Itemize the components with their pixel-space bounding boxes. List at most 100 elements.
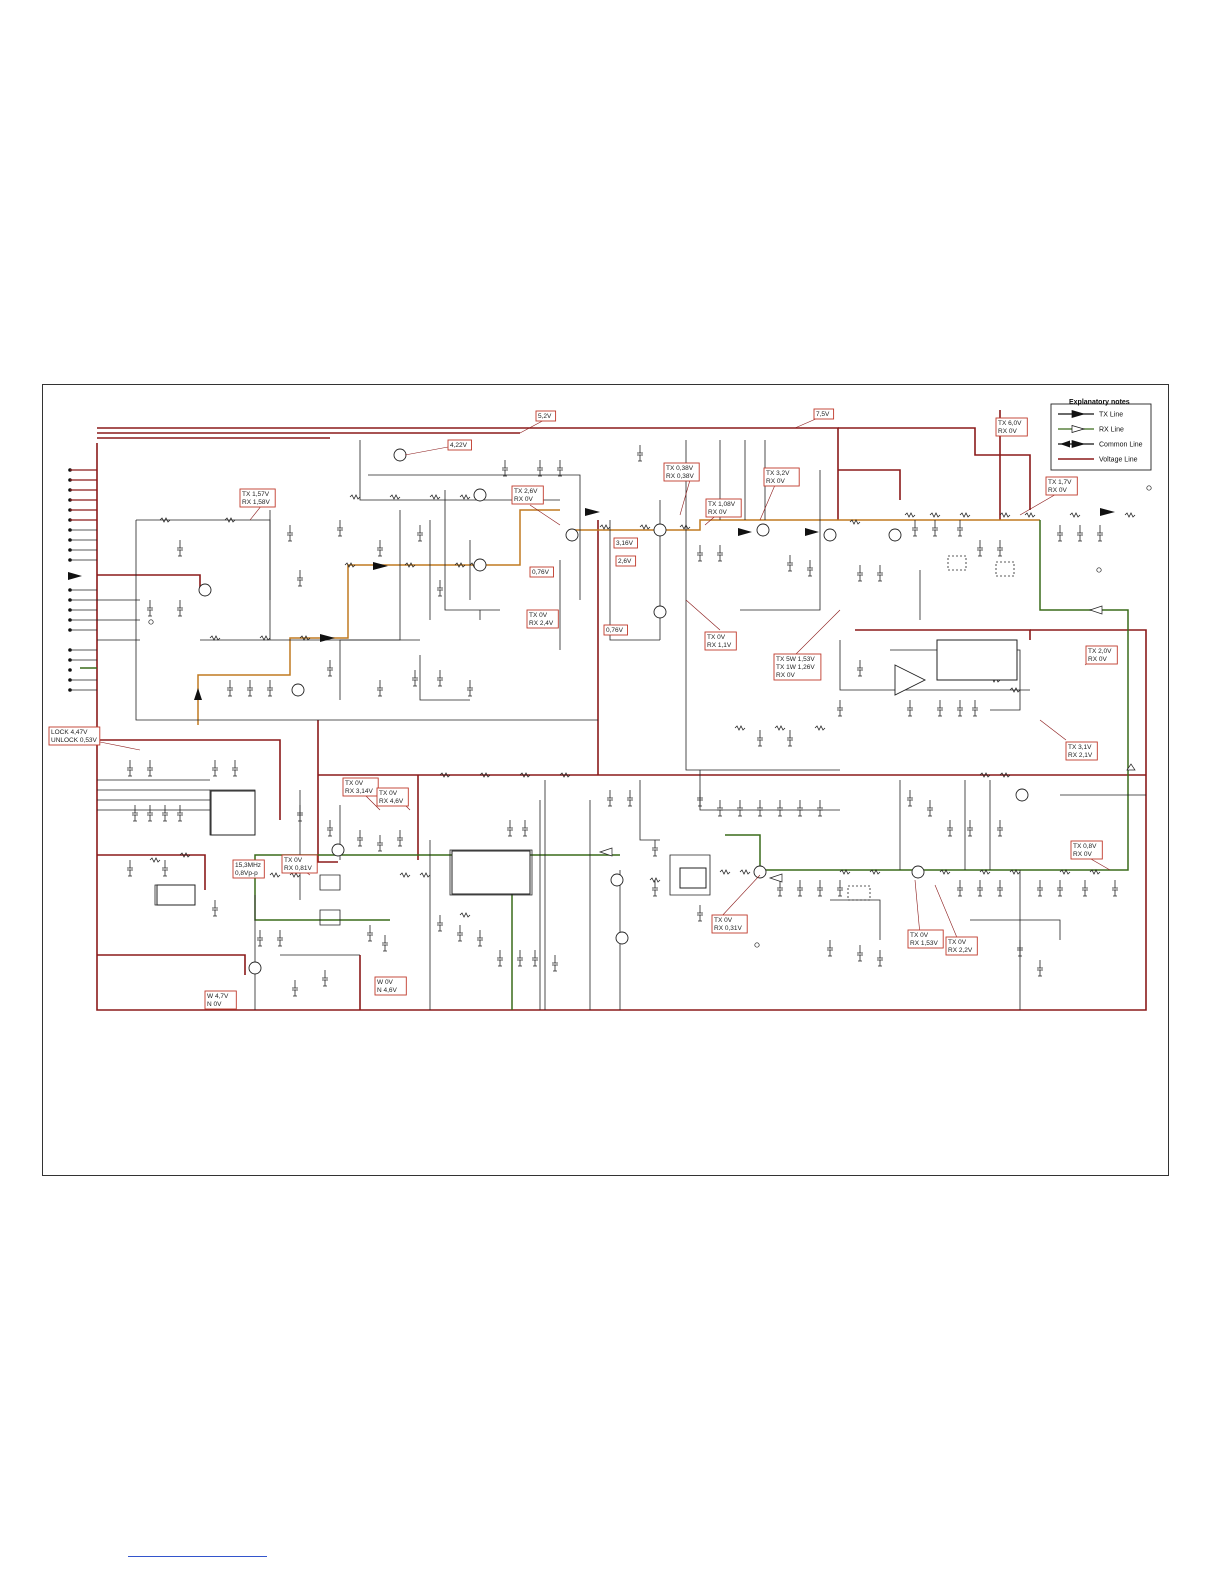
capacitor-symbol [697, 545, 703, 562]
voltage-callout-box [603, 624, 628, 636]
capacitor-symbol [652, 840, 658, 857]
capacitor-symbol [717, 545, 723, 562]
voltage-callout-v-7-5: 7,5V [813, 408, 835, 420]
legend-title: Explanatory notes [1069, 399, 1130, 406]
voltage-callout-text: 0,76V [532, 569, 550, 576]
voltage-callout-box [995, 417, 1028, 437]
voltage-callout-text: TX 0V [529, 612, 548, 619]
capacitor-symbol [777, 800, 783, 817]
capacitor-symbol [787, 555, 793, 572]
capacitor-symbol [522, 820, 528, 837]
resistor-symbol [1009, 687, 1021, 693]
voltage-callout-text: RX 0,81V [284, 865, 312, 872]
voltage-callout-box [281, 854, 318, 874]
capacitor-symbol [287, 525, 293, 542]
resistor-symbol [999, 512, 1011, 518]
resistor-symbol [389, 494, 401, 500]
voltage-callout-box [1070, 840, 1103, 860]
capacitor-symbol [837, 880, 843, 897]
capacitor-symbol [457, 925, 463, 942]
voltage-callout-text: N 0V [207, 1001, 222, 1008]
voltage-callout-v-0-76b: 0,76V [603, 624, 628, 636]
capacitor-symbol [857, 945, 863, 962]
footer-link-underline[interactable] [128, 1556, 267, 1557]
resistor-symbol [179, 852, 191, 858]
capacitor-symbol [517, 950, 523, 967]
signal-arrows [68, 508, 1136, 883]
voltage-callout-v-5-2: 5,2V [535, 410, 557, 422]
capacitor-symbol [1017, 940, 1023, 957]
voltage-callout-text: 7,5V [816, 411, 830, 418]
capacitor-symbol [322, 970, 328, 987]
resistor-symbol [1024, 512, 1036, 518]
resistor-symbol [1089, 869, 1101, 875]
capacitor-symbol [132, 805, 138, 822]
voltage-callout-text: TX 3,1V [1068, 744, 1092, 751]
resistor-symbol [404, 562, 416, 568]
resistor-symbol [459, 494, 471, 500]
voltage-callout-box [376, 787, 409, 807]
resistor-symbol [149, 857, 161, 863]
capacitor-symbol [537, 460, 543, 477]
resistor-symbol [734, 725, 746, 731]
resistor-symbol [1059, 869, 1071, 875]
capacitor-symbol [552, 955, 558, 972]
capacitor-symbol [817, 800, 823, 817]
component-marks [127, 445, 1136, 997]
capacitor-symbol [437, 915, 443, 932]
voltage-callout-text: TX 1,57V [242, 491, 270, 498]
voltage-callout-box [447, 439, 472, 451]
capacitor-symbol [257, 930, 263, 947]
capacitor-symbol [162, 860, 168, 877]
resistor-symbol [224, 517, 236, 523]
connector-pins [68, 468, 72, 692]
capacitor-symbol [857, 660, 863, 677]
resistor-symbol [649, 877, 661, 883]
capacitor-symbol [717, 800, 723, 817]
voltage-callout-text: RX 0,31V [714, 925, 742, 932]
capacitor-symbol [1077, 525, 1083, 542]
voltage-callout-text: RX 0V [514, 496, 533, 503]
resistor-symbol [639, 524, 651, 530]
capacitor-symbol [787, 730, 793, 747]
capacitor-symbol [297, 570, 303, 587]
voltage-callout-box [1065, 741, 1098, 761]
capacitor-symbol [467, 680, 473, 697]
capacitor-symbol [162, 805, 168, 822]
voltage-callout-box [239, 488, 276, 508]
resistor-symbol [869, 869, 881, 875]
voltage-callout-text: 0,76V [606, 627, 624, 634]
capacitor-symbol [497, 950, 503, 967]
voltage-lines [96, 410, 1147, 1011]
capacitor-symbol [937, 700, 943, 717]
capacitor-symbol [997, 880, 1003, 897]
resistor-symbol [349, 494, 361, 500]
capacitor-symbol [1057, 525, 1063, 542]
legend-arrow-icon [1071, 410, 1086, 418]
capacitor-symbol [417, 525, 423, 542]
voltage-callout-box [1045, 476, 1078, 496]
voltage-callout-v-2-6: 2,6V [615, 555, 637, 567]
voltage-callout-box [711, 914, 748, 934]
resistor-symbol [439, 772, 451, 778]
capacitor-symbol [557, 460, 563, 477]
resistor-symbol [979, 772, 991, 778]
legend-arrow-back-icon [1060, 440, 1070, 448]
schematic-frame [42, 384, 1169, 1176]
resistor-symbol [939, 869, 951, 875]
resistor-symbol [679, 524, 691, 530]
capacitor-symbol [957, 520, 963, 537]
resistor-symbol [1009, 869, 1021, 875]
resistor-symbol [774, 725, 786, 731]
voltage-callout-box [763, 467, 800, 487]
capacitor-symbol [957, 880, 963, 897]
capacitor-symbol [532, 950, 538, 967]
connector-leads-thin [70, 529, 97, 691]
voltage-callout-text: TX 1W 1,26V [776, 664, 815, 671]
